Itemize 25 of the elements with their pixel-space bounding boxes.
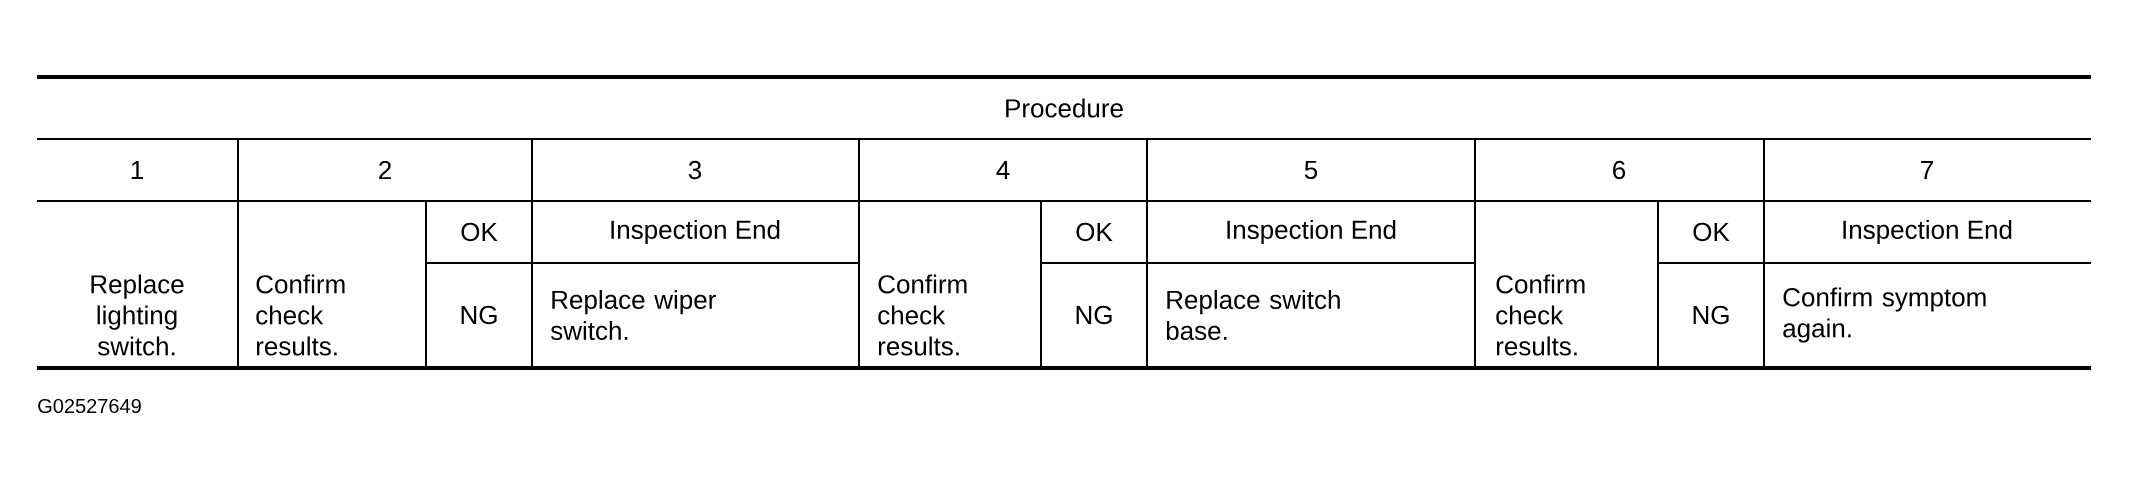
table-header: Procedure: [1006, 98, 1123, 118]
result-text: NG: [461, 305, 497, 325]
result-text: OK: [1076, 222, 1113, 242]
step-number: 3: [688, 160, 702, 180]
instruction-text: Replace lighting switch.: [91, 274, 184, 356]
instruction-text: Inspection End: [611, 219, 780, 245]
step-number: 6: [1613, 160, 1626, 180]
result-text: OK: [1693, 222, 1730, 242]
figure-code: G02527649: [38, 398, 141, 414]
instruction-text: Inspection End: [1843, 219, 2012, 245]
instruction-text: Confirm check results.: [878, 274, 967, 356]
instruction-text: Confirm check results.: [256, 274, 345, 356]
result-text: NG: [1693, 305, 1729, 325]
instruction-text: Confirm symptom again.: [1783, 287, 1986, 343]
step-number: 4: [996, 161, 1010, 179]
step-number: 2: [379, 160, 391, 180]
step-number: 7: [1921, 161, 1933, 179]
step-number: 1: [131, 161, 143, 179]
step-number: 5: [1304, 160, 1318, 180]
result-text: NG: [1076, 305, 1112, 325]
instruction-text: Replace wiper switch.: [550, 289, 716, 341]
instruction-text: Replace switch base.: [1166, 289, 1340, 341]
instruction-text: Confirm check results.: [1496, 274, 1585, 356]
instruction-text: Inspection End: [1227, 219, 1396, 245]
result-text: OK: [461, 222, 498, 242]
